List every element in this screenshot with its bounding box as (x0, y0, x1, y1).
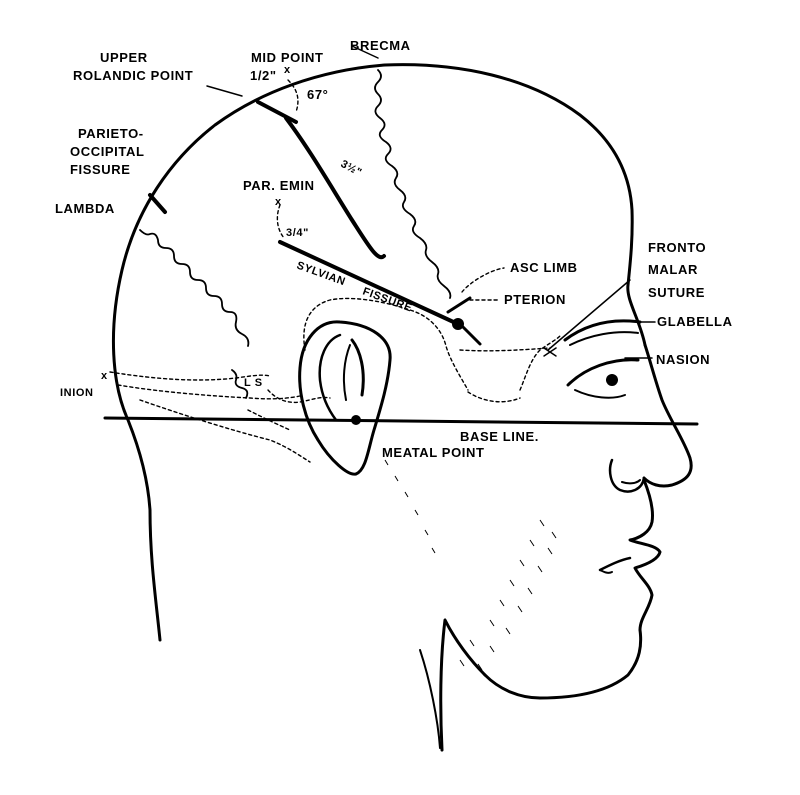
label-occipital: OCCIPITAL (70, 144, 145, 159)
label-half-inch: 1/2" (250, 68, 277, 83)
label-suture: SUTURE (648, 285, 705, 300)
label-nasion: NASION (656, 352, 710, 367)
label-fronto: FRONTO (648, 240, 706, 255)
par-emin-marker: x (275, 196, 282, 208)
label-rolandic-point: ROLANDIC POINT (73, 68, 193, 83)
dotted-guides (109, 79, 561, 463)
inion-marker: x (101, 370, 108, 382)
label-base-line: BASE LINE. (460, 429, 539, 444)
label-three-quarter: 3/4" (286, 227, 309, 239)
label-mid-point: MID POINT (251, 50, 324, 65)
label-par-emin: PAR. EMIN (243, 178, 315, 193)
suture-lines (139, 69, 452, 399)
label-inion: INION (60, 387, 94, 399)
label-asc-limb: ASC LIMB (510, 260, 578, 275)
label-fissure: FISSURE (70, 162, 131, 177)
label-angle-67: 67° (307, 87, 328, 102)
label-sylvian: SYLVIAN (295, 260, 347, 289)
label-brecma: BRECMA (350, 38, 411, 53)
label-leaders (206, 45, 656, 359)
eye (563, 319, 642, 399)
ear (298, 320, 392, 476)
label-malar: MALAR (648, 262, 698, 277)
rolandic-lines (148, 100, 482, 346)
mid-point-marker: x (284, 64, 291, 76)
label-pterion: PTERION (504, 292, 566, 307)
base-line (103, 416, 699, 426)
label-ls: L S (244, 377, 263, 389)
label-three-half: 3½" (339, 158, 364, 179)
label-parieto: PARIETO- (78, 126, 144, 141)
label-lambda: LAMBDA (55, 201, 115, 216)
head-outline (111, 63, 693, 752)
cheek-shading (384, 459, 557, 671)
label-glabella: GLABELLA (657, 314, 733, 329)
label-meatal-point: MEATAL POINT (382, 445, 485, 460)
label-upper: UPPER (100, 50, 148, 65)
